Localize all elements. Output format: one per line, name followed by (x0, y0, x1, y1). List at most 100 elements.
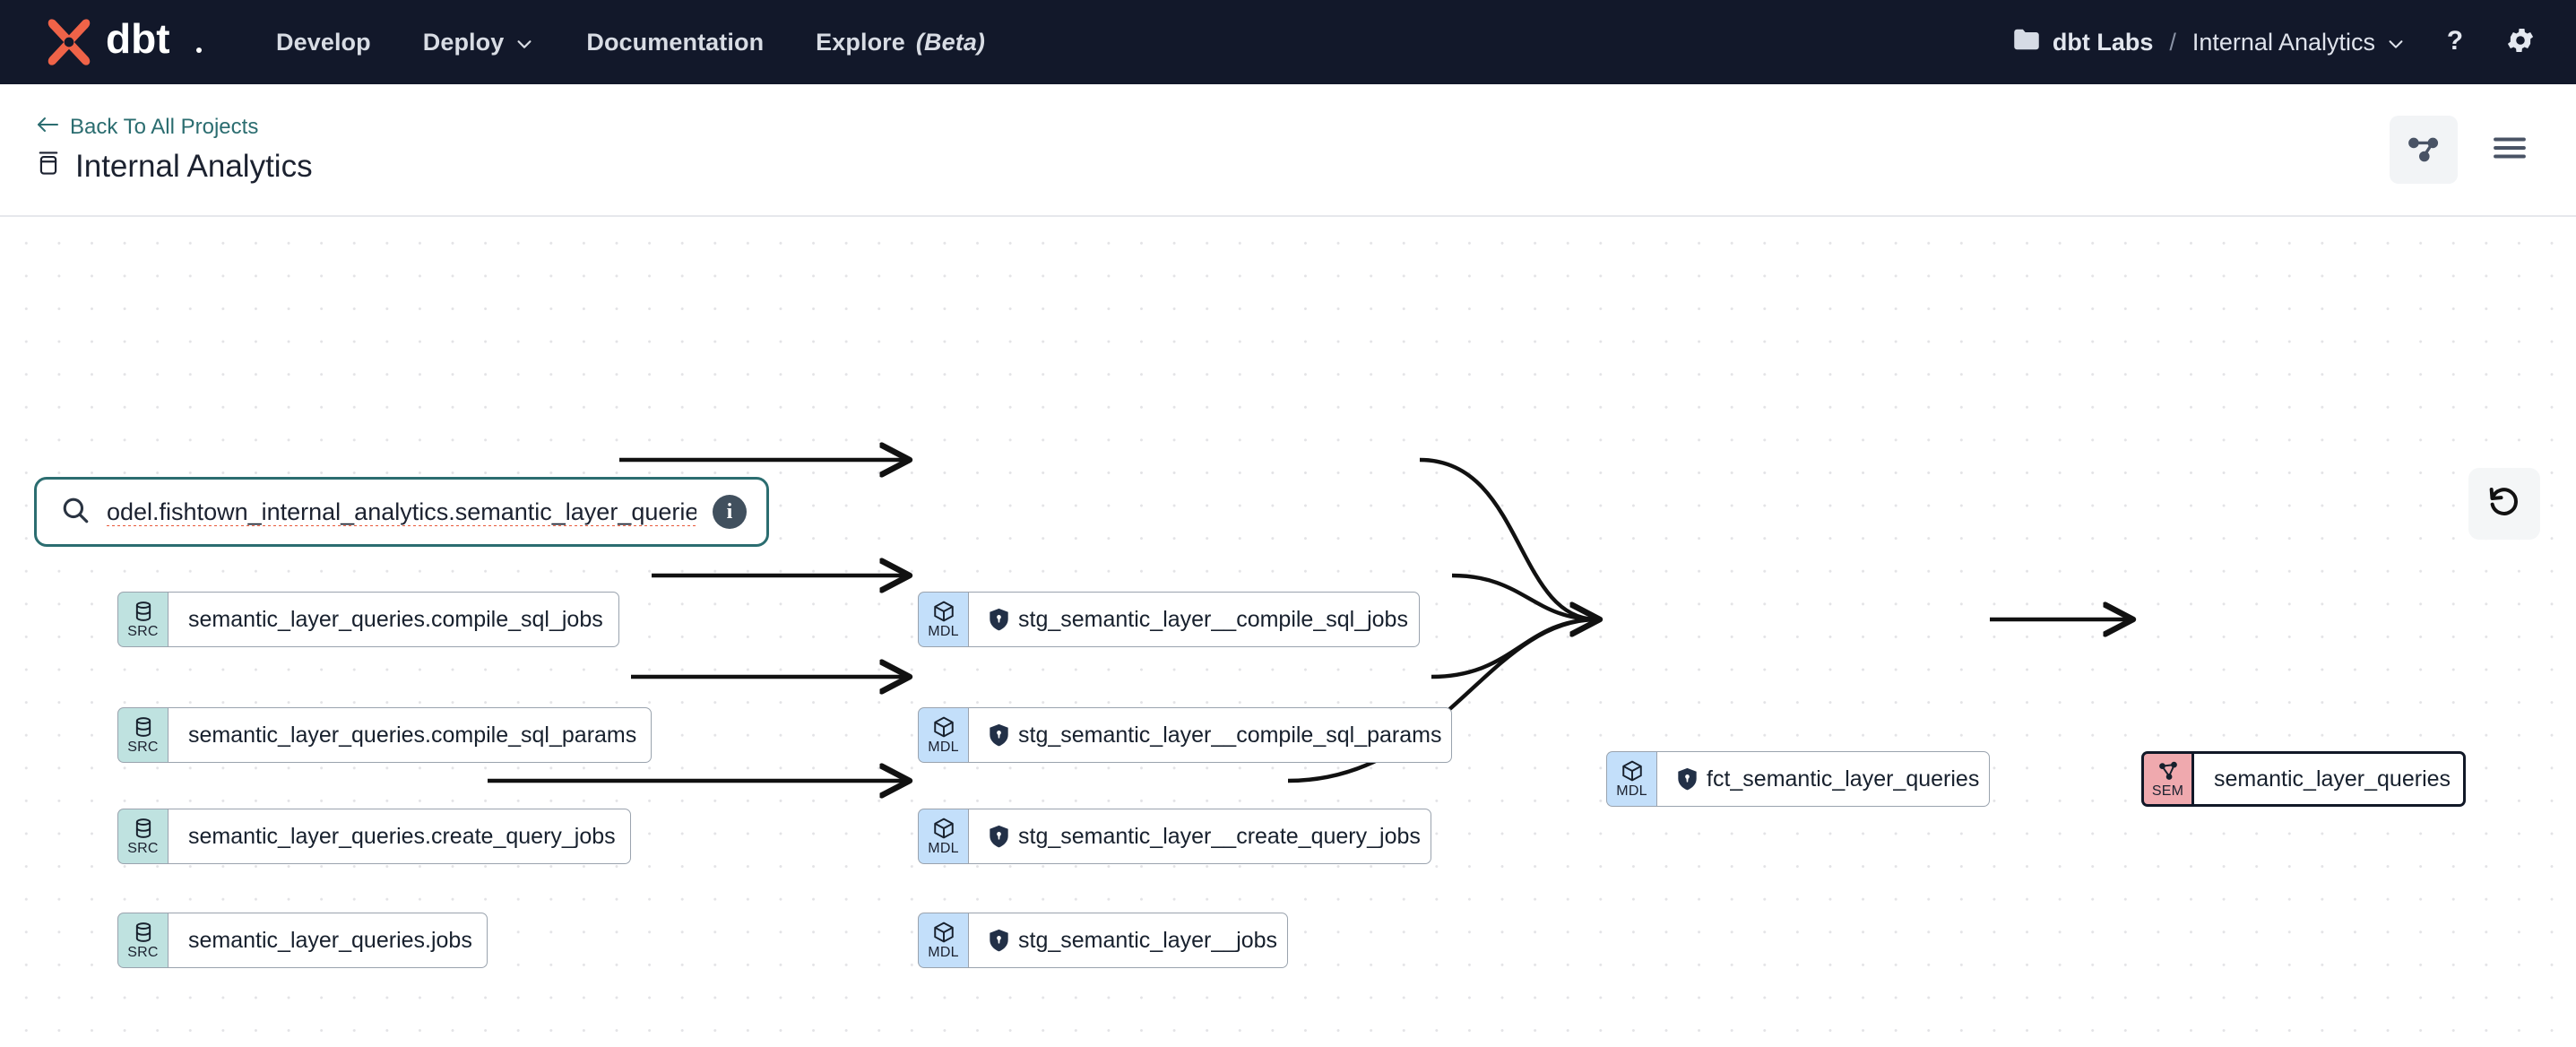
database-cylinder-icon (132, 817, 155, 840)
dbt-brand[interactable]: dbt (41, 14, 220, 70)
node-type-badge-mdl: MDL (918, 707, 968, 763)
node-body[interactable]: semantic_layer_queries.compile_sql_jobs (168, 592, 619, 647)
lineage-view-button[interactable] (2390, 116, 2458, 184)
protected-shield-icon (1677, 767, 1698, 791)
node-type-label: MDL (928, 945, 959, 960)
search-input[interactable]: odel.fishtown_internal_analytics.semanti… (107, 498, 696, 525)
dbt-wordmark: dbt (106, 15, 220, 68)
search-icon (60, 495, 91, 530)
semantic-graph-icon (2157, 759, 2180, 783)
node-type-label: MDL (1616, 783, 1647, 799)
list-view-button[interactable] (2483, 116, 2537, 184)
node-body[interactable]: semantic_layer_queries.create_query_jobs (168, 809, 631, 864)
node-label: semantic_layer_queries (2214, 766, 2451, 792)
dbt-logo-icon (41, 14, 97, 70)
node-label: fct_semantic_layer_queries (1707, 766, 1980, 792)
svg-text:?: ? (2447, 25, 2463, 55)
settings-button[interactable] (2504, 24, 2537, 61)
nav-item-documentation-label: Documentation (586, 28, 765, 56)
nav-item-develop-label: Develop (276, 28, 371, 56)
nav-item-documentation[interactable]: Documentation (586, 29, 764, 56)
node-body[interactable]: stg_semantic_layer__compile_sql_jobs (968, 592, 1420, 647)
nav-right-cluster: dbt Labs / Internal Analytics ? (2013, 24, 2537, 61)
node-label: stg_semantic_layer__create_query_jobs (1018, 823, 1421, 849)
node-type-badge-mdl: MDL (918, 809, 968, 864)
node-label: stg_semantic_layer__compile_sql_jobs (1018, 606, 1408, 632)
node-type-label: SRC (127, 841, 159, 856)
project-breadcrumb-dropdown[interactable]: Internal Analytics (2192, 29, 2406, 56)
node-type-badge-mdl: MDL (918, 592, 968, 647)
cube-icon (932, 921, 955, 944)
node-label: stg_semantic_layer__compile_sql_params (1018, 722, 1442, 748)
breadcrumb-separator: / (2169, 28, 2176, 56)
folder-icon (2013, 28, 2040, 57)
lineage-node-mdl_stg_jobs[interactable]: MDL stg_semantic_layer__jobs (918, 913, 1288, 968)
back-to-all-projects-link[interactable]: Back To All Projects (36, 115, 313, 140)
lineage-node-mdl_stg_compile_sql_params[interactable]: MDL stg_semantic_layer__compile_sql_param… (918, 707, 1452, 763)
node-type-badge-src: SRC (117, 707, 168, 763)
protected-shield-icon (989, 825, 1009, 848)
subheader-right (2390, 116, 2537, 184)
lineage-node-src_create_query_jobs[interactable]: SRC semantic_layer_queries.create_query_j… (117, 809, 631, 864)
node-type-badge-mdl: MDL (1606, 751, 1656, 807)
protected-shield-icon (989, 929, 1009, 952)
subheader-left: Back To All Projects Internal Analytics (36, 115, 313, 185)
nav-item-deploy-label: Deploy (422, 28, 505, 56)
protected-shield-icon (989, 723, 1009, 747)
protected-shield-icon (989, 608, 1009, 631)
database-cylinder-icon (132, 600, 155, 623)
node-body[interactable]: fct_semantic_layer_queries (1656, 751, 1990, 807)
lineage-node-mdl_stg_compile_sql_jobs[interactable]: MDL stg_semantic_layer__compile_sql_jobs (918, 592, 1420, 647)
reset-view-button[interactable] (2468, 468, 2540, 540)
lineage-node-src_compile_sql_jobs[interactable]: SRC semantic_layer_queries.compile_sql_jo… (117, 592, 619, 647)
lineage-node-mdl_fct_semantic_layer_queries[interactable]: MDL fct_semantic_layer_queries (1606, 751, 1990, 807)
node-body[interactable]: semantic_layer_queries.jobs (168, 913, 488, 968)
node-type-label: MDL (928, 740, 959, 755)
org-breadcrumb[interactable]: dbt Labs (2013, 28, 2154, 57)
chevron-down-icon (514, 32, 534, 52)
question-mark-icon: ? (2440, 25, 2470, 60)
node-type-label: SRC (127, 740, 159, 755)
node-label: semantic_layer_queries.jobs (188, 927, 472, 953)
chevron-down-icon (2386, 32, 2406, 52)
node-type-label: MDL (928, 624, 959, 639)
back-to-all-projects-label: Back To All Projects (70, 115, 259, 139)
page-title: Internal Analytics (36, 149, 313, 185)
lineage-graph-icon (2407, 131, 2441, 169)
node-body[interactable]: stg_semantic_layer__compile_sql_params (968, 707, 1452, 763)
cube-icon (932, 817, 955, 840)
project-subheader: Back To All Projects Internal Analytics (0, 84, 2576, 217)
lineage-search-box[interactable]: odel.fishtown_internal_analytics.semanti… (34, 477, 769, 547)
nav-item-develop[interactable]: Develop (276, 29, 371, 56)
lineage-node-src_compile_sql_params[interactable]: SRC semantic_layer_queries.compile_sql_pa… (117, 707, 652, 763)
nav-item-deploy[interactable]: Deploy (423, 29, 535, 56)
node-body[interactable]: stg_semantic_layer__jobs (968, 913, 1288, 968)
arrow-left-icon (36, 115, 59, 140)
primary-nav-links: Develop Deploy Documentation Explore (Be… (276, 29, 985, 56)
lineage-canvas[interactable]: odel.fishtown_internal_analytics.semanti… (0, 217, 2576, 1047)
node-label: semantic_layer_queries.compile_sql_jobs (188, 606, 603, 632)
node-body[interactable]: semantic_layer_queries.compile_sql_param… (168, 707, 652, 763)
nav-item-explore[interactable]: Explore (Beta) (816, 29, 985, 56)
nav-item-explore-beta-tag: (Beta) (915, 28, 986, 56)
edge-stg-compile-sql-jobs-to-fct (1419, 457, 1598, 622)
node-body[interactable]: stg_semantic_layer__create_query_jobs (968, 809, 1431, 864)
lineage-node-mdl_stg_create_query_jobs[interactable]: MDL stg_semantic_layer__create_query_jobs (918, 809, 1431, 864)
edge-stg-create-query-jobs-to-fct (1431, 617, 1598, 679)
database-cylinder-icon (132, 715, 155, 739)
hamburger-menu-icon (2493, 134, 2527, 166)
node-type-label: SRC (127, 624, 159, 639)
database-cylinder-icon (132, 921, 155, 944)
help-button[interactable]: ? (2440, 25, 2470, 60)
gear-icon (2504, 24, 2537, 61)
org-name-label: dbt Labs (2052, 28, 2154, 56)
cube-icon (1621, 759, 1644, 783)
info-circle-icon[interactable]: i (713, 495, 747, 529)
node-type-badge-src: SRC (117, 592, 168, 647)
node-body[interactable]: semantic_layer_queries (2191, 751, 2466, 807)
edge-stg-compile-sql-params-to-fct (1451, 573, 1598, 622)
page-title-label: Internal Analytics (75, 149, 313, 184)
node-type-badge-src: SRC (117, 809, 168, 864)
